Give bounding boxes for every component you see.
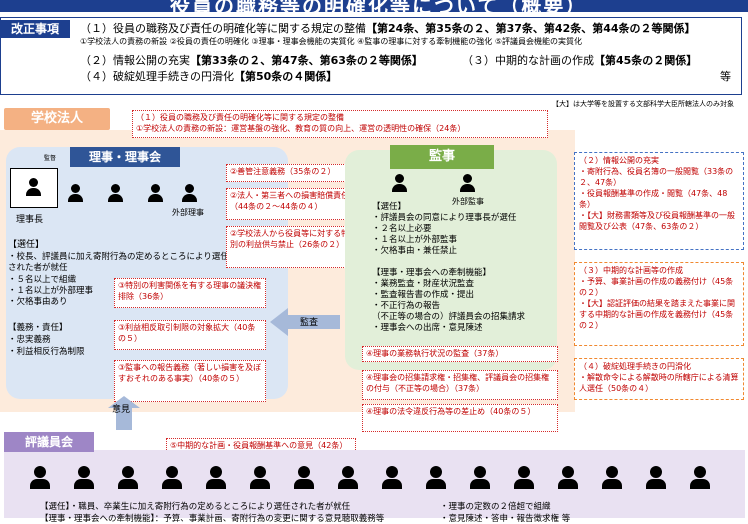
council-member-figure xyxy=(382,466,402,489)
audit-arrow: 監査 xyxy=(270,306,340,338)
outside-auditor-label: 外部監事 xyxy=(452,197,484,206)
outside-director-label: 外部理事 xyxy=(172,208,204,217)
box-liability: ②法人・第三者への損害賠償責任（44条の２〜44条の４） xyxy=(226,188,356,220)
council-member-figure xyxy=(294,466,314,489)
change-item-4: （４）破綻処理手続きの円滑化【第50条の４関係】 xyxy=(80,70,338,83)
chairman-figure xyxy=(26,178,41,196)
auditor-checks: 【理事・理事会への牽制機能】 ・業務監査・財産状況監査 ・監査報告書の作成・提出… xyxy=(372,268,526,333)
target-note: 【大】は大学等を設置する文部科学大臣所轄法人のみ対象 xyxy=(552,100,734,108)
change-etc: 等 xyxy=(720,70,731,83)
council-label: 評議員会 xyxy=(4,432,94,452)
council-member-figure xyxy=(646,466,666,489)
box-injunction: ④理事の法令違反行為等の差止め（40条の５） xyxy=(362,404,558,432)
council-member-figure xyxy=(118,466,138,489)
change-item-1-title: （１）役員の職務及び責任の明確化等に関する規定の整備 xyxy=(80,22,366,35)
council-member-figure xyxy=(514,466,534,489)
box-benefit-ban: ②学校法人から役員等に対する特別の利益供与禁止（26条の２） xyxy=(226,226,356,268)
council-member-figure xyxy=(74,466,94,489)
opinion-arrow: 意見 xyxy=(84,396,164,432)
info-disclosure-box: （２）情報公開の充実 ・寄附行為、役員名簿の一般閲覧（33条の２、47条） ・役… xyxy=(574,152,744,250)
council-count: ・理事の定数の２倍超で組織 xyxy=(440,502,551,512)
council-member-figure xyxy=(470,466,490,489)
director-figure-2 xyxy=(108,184,123,202)
change-item-1-articles: 【第24条、第35条の２、第37条、第42条、第44条の２等関係】 xyxy=(366,22,696,35)
corp-duty-box: （１）役員の職務及び責任の明確化等に関する規定の整備 ①学校法人の責務の新設：運… xyxy=(132,110,548,138)
board-selection-body: ・校長、評議員に加え寄附行為の定めるところにより選任された者が就任 xyxy=(8,252,229,273)
box-due-care: ②善管注意義務（35条の２） xyxy=(226,164,356,182)
council-member-figure xyxy=(30,466,50,489)
council-member-figure xyxy=(338,466,358,489)
auditor-header: 監事 xyxy=(390,145,494,169)
council-member-figure xyxy=(250,466,270,489)
council-selection: 【選任】・職員、卒業生に加え寄附行為の定めるところにより選任された者が就任 xyxy=(40,502,351,512)
box-convene-rights: ④理事会の招集請求権・招集権、評議員会の招集権の付与（不正等の場合）（37条） xyxy=(362,370,558,400)
change-item-1-sub: ①学校法人の責務の新設 ②役員の責任の明確化 ③理事・理事会機能の実質化 ④監事… xyxy=(80,37,583,46)
board-duties: 【義務・責任】 ・忠実義務 ・利益相反行為制限 xyxy=(8,323,85,357)
page-title: 役員の職務等の明確化等について（概要） xyxy=(170,0,588,18)
box-audit-exec: ④理事の業務執行状況の監査（37条） xyxy=(362,346,558,362)
change-item-3: （３）中期的な計画の作成【第45条の２関係】 xyxy=(462,54,698,67)
midterm-plan-box: （３）中期的な計画等の作成 ・予算、事業計画の作成の義務付け（45条の２） ・【… xyxy=(574,262,744,346)
board-selection-list: ・５名以上で組織 ・１名以上が外部理事 ・欠格事由あり xyxy=(8,275,94,307)
change-item-1: （１）役員の職務及び責任の明確化等に関する規定の整備【第24条、第35条の２、第… xyxy=(80,20,696,36)
auditor-selection: 【選任】 ・評議員会の同意により理事長が選任 ・２名以上必要 ・１名以上が外部監… xyxy=(372,202,517,256)
council-member-figure xyxy=(558,466,578,489)
council-check-2: ・意見陳述・答申・報告徴求権 等 xyxy=(440,514,571,524)
changes-label: 改正事項 xyxy=(0,20,70,38)
opinion-label: 意見 xyxy=(112,405,131,415)
council-member-figure xyxy=(690,466,710,489)
director-figure-1 xyxy=(68,184,83,202)
director-figure-3 xyxy=(148,184,163,202)
chairman-label: 理事長 xyxy=(16,215,44,225)
auditor-figure-2 xyxy=(460,174,475,192)
outside-director-figure xyxy=(182,184,197,202)
box-report-duty: ③監事への報告義務（著しい損害を及ぼすおそれのある事実）（40条の５） xyxy=(114,360,266,402)
changes-box xyxy=(0,17,742,95)
council-member-figure xyxy=(602,466,622,489)
audit-label: 監査 xyxy=(300,318,319,328)
council-member-figure xyxy=(162,466,182,489)
bankruptcy-box: （４）破綻処理手続きの円滑化 ・解散命令による解散時の所轄庁による清算人選任（5… xyxy=(574,358,744,400)
council-member-figure xyxy=(206,466,226,489)
council-member-figure xyxy=(426,466,446,489)
council-check: 【理事・理事会への牽制機能】：予算、事業計画、寄附行為の変更に関する意見聴取義務… xyxy=(40,514,385,524)
school-corp-label: 学校法人 xyxy=(4,108,110,130)
board-header: 理事・理事会 xyxy=(70,147,180,167)
supervise-label: 監督 xyxy=(44,155,57,162)
box-voting-exclusion: ③特別の利害関係を有する理事の議決権排除（36条） xyxy=(114,278,266,308)
auditor-area xyxy=(345,150,557,370)
board-selection: 【選任】 xyxy=(8,240,45,250)
auditor-figure-1 xyxy=(392,174,407,192)
header-band xyxy=(0,0,748,12)
box-conflict-expansion: ③利益相反取引制限の対象拡大（40条の５） xyxy=(114,320,266,350)
change-item-2: （２）情報公開の充実【第33条の２、第47条、第63条の２等関係】 xyxy=(80,54,423,67)
